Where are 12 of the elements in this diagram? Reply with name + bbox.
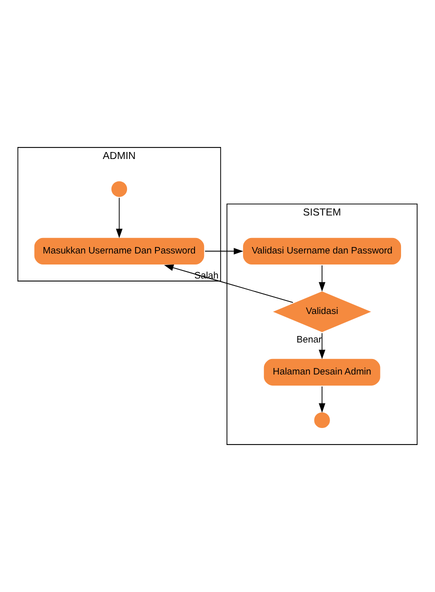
arrow — [318, 332, 326, 360]
arrow — [318, 264, 326, 292]
node-box: Validasi Username dan Password — [241, 236, 403, 266]
arrow — [318, 386, 326, 413]
node-circle — [110, 180, 129, 199]
node-circle — [312, 410, 332, 430]
arrow — [116, 197, 123, 238]
edge-label: Benar — [296, 334, 322, 345]
arrow — [164, 264, 294, 303]
node-box: Halaman Desain Admin — [262, 357, 382, 388]
arrow — [204, 248, 244, 254]
node-box: Masukkan Username Dan Password — [32, 236, 206, 266]
